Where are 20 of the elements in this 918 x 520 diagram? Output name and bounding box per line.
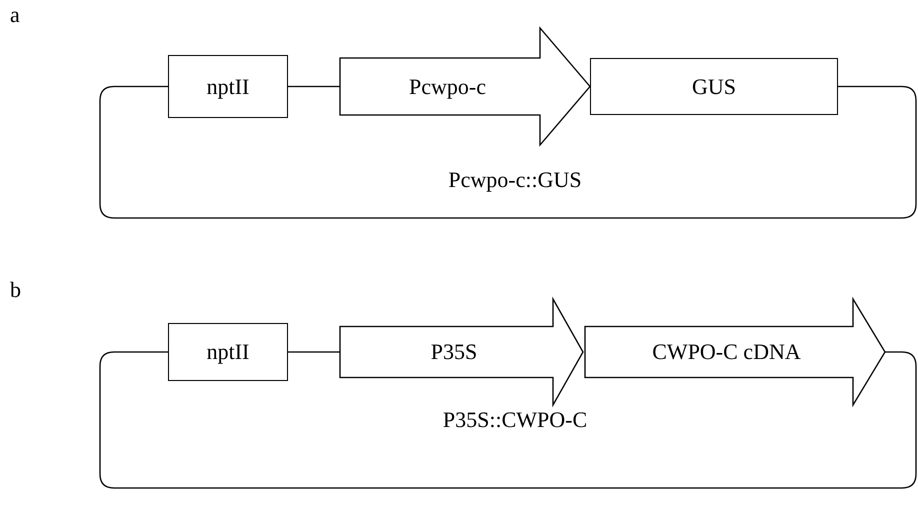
plasmid-backbone-line [99,86,917,219]
plasmid-backbone-line [99,351,917,489]
panel-letter: a [10,2,20,28]
node-label: nptII [206,339,250,365]
gene-box [168,323,288,381]
node-label: Pcwpo-c [409,74,486,100]
gene-box [168,55,288,118]
node-label: CWPO-C cDNA [652,339,801,365]
construct-name: Pcwpo-c::GUS [448,167,582,193]
panel-letter: b [10,277,21,303]
promoter-arrow [339,26,591,147]
construct-name: P35S::CWPO-C [442,407,588,433]
promoter-arrow [584,296,886,408]
node-label: GUS [692,74,736,100]
plasmid-backbone-line [288,351,340,353]
promoter-arrow [339,296,584,408]
plasmid-backbone-line [288,86,340,88]
gene-box [590,58,838,115]
node-label: nptII [206,74,250,100]
node-label: P35S [430,339,478,365]
